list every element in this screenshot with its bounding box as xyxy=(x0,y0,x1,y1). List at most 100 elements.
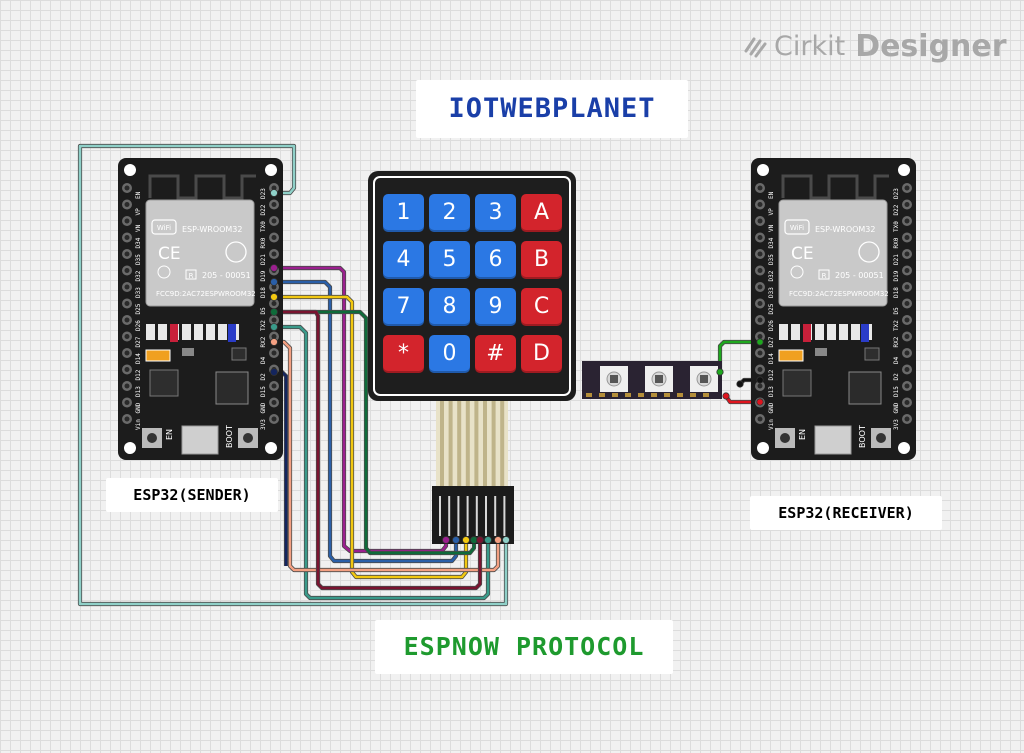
key-0[interactable]: 0 xyxy=(429,335,470,373)
mount-hole xyxy=(898,164,910,176)
key-3[interactable]: 3 xyxy=(475,194,516,232)
en-button-cap xyxy=(147,433,157,443)
pin-left-hole xyxy=(757,218,763,224)
key-b[interactable]: B xyxy=(521,241,562,279)
module-cert: 205 - 00051 xyxy=(202,271,251,280)
led-2-die xyxy=(655,375,663,383)
smd-part xyxy=(218,324,227,340)
pin-label: VN xyxy=(135,224,142,232)
smd-part xyxy=(839,324,848,340)
led-amber xyxy=(145,349,171,362)
pin-label: D34 xyxy=(768,237,775,248)
keypad-inner-border xyxy=(373,176,571,396)
key-6[interactable]: 6 xyxy=(475,241,516,279)
pin-label: D13 xyxy=(768,386,775,397)
wifi-logo: WiFi xyxy=(157,224,171,232)
pin-right-hole xyxy=(271,334,277,339)
pin-label: D32 xyxy=(768,270,775,281)
pin-label: D15 xyxy=(893,386,900,397)
pin-left-hole xyxy=(124,202,130,207)
pin-label: D5 xyxy=(260,307,267,315)
header-pin xyxy=(466,496,469,536)
smd-part xyxy=(815,324,824,340)
mount-hole xyxy=(757,164,769,176)
key-star[interactable]: * xyxy=(383,335,424,373)
key-a[interactable]: A xyxy=(521,194,562,232)
pin-label: D18 xyxy=(260,287,267,298)
header-wire-dot xyxy=(476,536,484,544)
wroom-shield xyxy=(145,199,255,307)
pin-right-hole xyxy=(271,202,277,207)
wire-blue xyxy=(274,280,458,563)
strip-pad xyxy=(612,393,618,397)
key-c[interactable]: C xyxy=(521,288,562,326)
key-1[interactable]: 1 xyxy=(383,194,424,232)
smd-part xyxy=(182,324,191,340)
mount-hole xyxy=(124,442,136,454)
strip-pad xyxy=(599,393,605,397)
key-9[interactable]: 9 xyxy=(475,288,516,326)
header-wire-dot xyxy=(494,536,502,544)
led-strip[interactable] xyxy=(582,361,722,399)
esp-wire-dot xyxy=(270,368,278,376)
ribbon-trace xyxy=(483,401,487,491)
pin-label: D33 xyxy=(135,287,142,298)
key-d[interactable]: D xyxy=(521,335,562,373)
header-wire-dot xyxy=(502,536,510,544)
esp-wire-dot xyxy=(270,338,278,346)
red-smd xyxy=(170,324,178,342)
wifi-logo: WiFi xyxy=(790,224,804,232)
usb-port xyxy=(814,425,852,455)
pin-label: D26 xyxy=(135,320,142,331)
pin-label: D34 xyxy=(135,237,142,248)
wire-signal xyxy=(718,340,760,372)
pin-left-hole xyxy=(757,284,763,290)
key-8[interactable]: 8 xyxy=(429,288,470,326)
key-7[interactable]: 7 xyxy=(383,288,424,326)
voltage-regulator xyxy=(149,369,179,397)
brand-name: Cirkit xyxy=(774,30,846,62)
pin-label: D33 xyxy=(768,287,775,298)
antenna-icon xyxy=(148,174,256,200)
pin-right-hole xyxy=(904,185,910,191)
wire-salmon xyxy=(274,340,500,572)
pin-label: D32 xyxy=(135,270,142,281)
key-4[interactable]: 4 xyxy=(383,241,424,279)
boot-label: BOOT xyxy=(225,425,234,448)
ribbon-trace xyxy=(440,401,444,491)
pin-left-hole xyxy=(757,251,763,257)
pin-left-hole xyxy=(757,416,763,422)
pin-label: D21 xyxy=(260,254,267,265)
pin-label: D25 xyxy=(768,303,775,314)
pin-label: Vin xyxy=(768,419,775,430)
key-5[interactable]: 5 xyxy=(429,241,470,279)
esp-wire-dot xyxy=(270,189,278,197)
pin-right-hole xyxy=(904,416,910,422)
pin-label: VP xyxy=(135,208,142,216)
keypad-header xyxy=(432,486,514,544)
pin-left-hole xyxy=(124,268,130,273)
wifi-icon xyxy=(784,219,810,235)
ribbon-trace xyxy=(474,401,479,491)
pin-right-hole xyxy=(904,301,910,306)
wire-mint xyxy=(78,144,508,606)
receiver-wire-dot xyxy=(756,338,764,346)
pin-label: D13 xyxy=(135,386,142,397)
ribbon-trace xyxy=(500,401,505,491)
smd-part xyxy=(158,324,167,340)
esp-wire-dot xyxy=(270,323,278,331)
pin-left-hole xyxy=(757,301,763,306)
key-2[interactable]: 2 xyxy=(429,194,470,232)
header-wire-dot xyxy=(452,536,460,544)
wire-overlays xyxy=(270,189,764,544)
pin-right-hole xyxy=(904,218,910,224)
key-hash[interactable]: # xyxy=(475,335,516,373)
pin-label: D18 xyxy=(893,287,900,298)
pin-label: D35 xyxy=(135,254,142,265)
smd-part xyxy=(815,348,827,356)
pin-label: TX0 xyxy=(260,221,267,232)
r-mark: R xyxy=(822,272,827,280)
